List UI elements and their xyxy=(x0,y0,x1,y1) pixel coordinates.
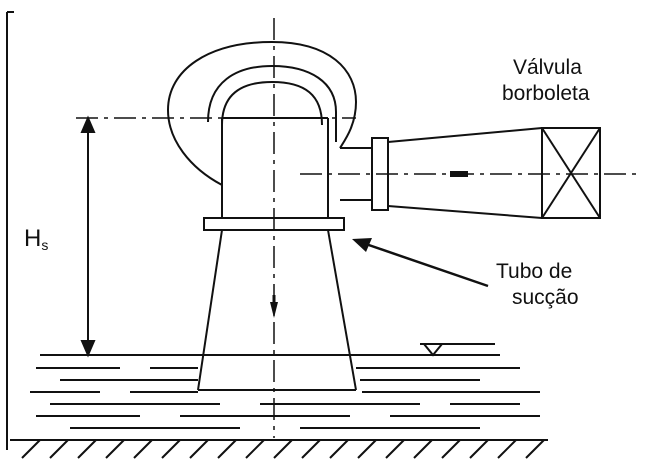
center-lines xyxy=(76,18,640,438)
frame xyxy=(6,11,14,450)
height-label-sub: s xyxy=(41,237,48,253)
valve-label-line2: borboleta xyxy=(502,82,590,105)
butterfly-valve-icon xyxy=(541,127,601,219)
height-dimension xyxy=(80,115,96,358)
water-level-icon xyxy=(420,343,495,357)
height-label: Hs xyxy=(24,225,48,253)
suction-tube xyxy=(197,229,357,391)
tube-label-line2: sucção xyxy=(512,286,579,309)
vertical-pipe xyxy=(221,117,329,218)
height-label-main: H xyxy=(24,225,41,252)
discharge-outlet xyxy=(340,127,543,219)
tube-label-line1: Tubo de xyxy=(496,260,572,283)
water-surface xyxy=(30,354,540,429)
valve-label-line1: Válvula xyxy=(513,56,582,79)
ground-hatching xyxy=(10,439,548,459)
flow-arrows xyxy=(270,171,468,318)
pump-casing xyxy=(166,40,358,186)
suction-tube-leader xyxy=(352,238,489,288)
